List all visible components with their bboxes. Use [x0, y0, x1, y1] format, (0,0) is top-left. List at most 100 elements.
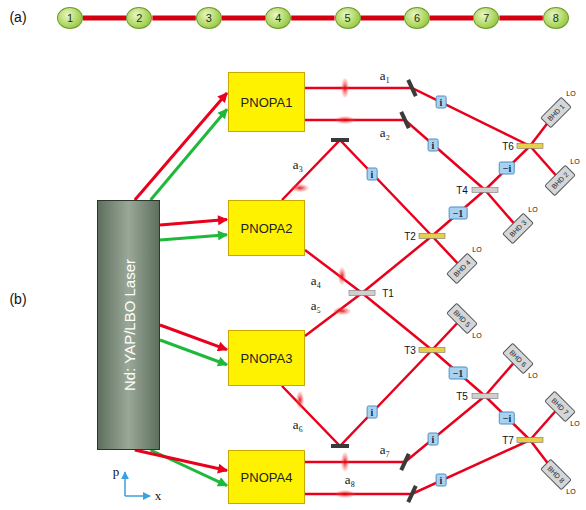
laser-beam	[485, 146, 530, 190]
optical-elements	[291, 78, 543, 503]
node-text: 4	[275, 12, 281, 24]
beamsplitter-label: T6	[501, 141, 515, 152]
axis-arrow	[125, 495, 150, 497]
mode-label: a₇	[380, 443, 390, 457]
mirror	[331, 138, 349, 142]
node-text: Nd: YAP/LBO Laser	[120, 259, 137, 391]
mirror	[331, 444, 349, 448]
node-text: 7	[483, 12, 489, 24]
node-text: BHD 1	[546, 102, 566, 122]
node-text: 3	[206, 12, 212, 24]
lattice-site: 3	[196, 7, 222, 29]
node-text: PNOPA2	[241, 221, 293, 236]
lattice-site: 5	[335, 7, 361, 29]
local-oscillator-label: LO	[471, 246, 482, 254]
node-text: BHD 8	[546, 464, 566, 484]
laser-beam	[432, 190, 485, 236]
beamsplitter-label: T5	[455, 391, 469, 402]
lattice-bond	[291, 16, 334, 21]
pump-beam-arrow	[160, 235, 227, 240]
phase-shift-label: −i	[499, 412, 515, 425]
squeezed-state	[341, 452, 349, 472]
phase-shift-label: −i	[499, 162, 515, 175]
beam-splitter	[517, 144, 543, 149]
axis-label: x	[155, 489, 162, 503]
mode-label: a₈	[345, 473, 355, 487]
lattice-bond	[361, 16, 404, 21]
laser-beam	[305, 396, 485, 462]
node-text: PNOPA4	[241, 470, 293, 485]
opa-box: PNOPA1	[228, 72, 305, 132]
laser-beam	[485, 396, 530, 440]
laser-beam	[432, 350, 485, 396]
detector-box: BHD 8	[540, 458, 572, 490]
phase-shift-label: i	[436, 96, 447, 109]
local-oscillator-label: LO	[565, 488, 576, 496]
squeezed-state	[296, 391, 304, 409]
laser-beam	[305, 293, 362, 336]
mirror	[399, 111, 410, 129]
beam-splitter	[517, 438, 543, 443]
node-text: 8	[553, 12, 559, 24]
local-oscillator-label: LO	[471, 332, 482, 340]
mode-label: a₆	[293, 418, 303, 432]
lattice-site: 4	[265, 7, 291, 29]
lattice-bond	[152, 16, 195, 21]
lattice-bond	[222, 16, 265, 21]
local-oscillator-label: LO	[565, 90, 576, 98]
squeezed-state	[335, 116, 355, 124]
laser-box: Nd: YAP/LBO Laser	[97, 200, 160, 450]
laser-beam	[305, 120, 485, 190]
phase-shift-label: i	[428, 433, 439, 446]
local-oscillator-label: LO	[527, 206, 538, 214]
local-oscillator-label: LO	[527, 372, 538, 380]
axis-arrow	[124, 472, 126, 496]
node-text: 5	[345, 12, 351, 24]
squeezed-state	[341, 78, 349, 98]
mode-label: a₄	[311, 274, 321, 288]
laser-beam	[305, 250, 362, 293]
mode-label: a₁	[380, 69, 390, 83]
local-oscillator-label: LO	[569, 158, 580, 166]
beam-splitter	[472, 394, 498, 399]
laser-beam	[305, 88, 530, 146]
lattice-site: 6	[404, 7, 430, 29]
beamsplitter-label: T1	[381, 288, 395, 299]
local-oscillator-label: LO	[569, 420, 580, 428]
phase-space-axes	[125, 472, 150, 496]
axis-label: p	[113, 465, 120, 479]
detector-box: BHD 1	[540, 96, 572, 128]
beam-splitter	[472, 188, 498, 193]
beamsplitter-label: T7	[501, 435, 515, 446]
lattice-site: 8	[543, 7, 569, 29]
laser-beam	[305, 440, 530, 494]
panel-label: (b)	[9, 292, 26, 307]
pump-beam-arrow	[160, 325, 227, 350]
mode-label: a₃	[293, 158, 303, 172]
pump-beam-arrow	[135, 450, 227, 471]
pump-beam-arrow	[160, 340, 227, 365]
phase-shift-label: i	[367, 168, 378, 181]
mirror	[406, 485, 417, 503]
node-text: PNOPA3	[241, 351, 293, 366]
phase-shift-label: i	[436, 474, 447, 487]
panel-label: (a)	[9, 10, 26, 25]
lattice-site: 1	[57, 7, 83, 29]
beam-splitter	[349, 291, 375, 296]
laser-beam	[362, 293, 432, 350]
node-text: 1	[67, 12, 73, 24]
mode-label: a₅	[311, 299, 321, 313]
pump-beam-arrow	[151, 109, 227, 200]
phase-shift-label: −1	[449, 367, 468, 380]
beamsplitter-label: T2	[403, 231, 417, 242]
squeezed-state	[338, 267, 346, 285]
lattice-site: 7	[473, 7, 499, 29]
mirror	[406, 79, 417, 97]
node-text: PNOPA1	[241, 95, 293, 110]
squeezed-state	[333, 307, 351, 315]
beam-splitter	[419, 348, 445, 353]
phase-shift-label: −1	[449, 207, 468, 220]
pump-beam-arrow	[135, 93, 227, 200]
opa-box: PNOPA2	[228, 200, 305, 256]
